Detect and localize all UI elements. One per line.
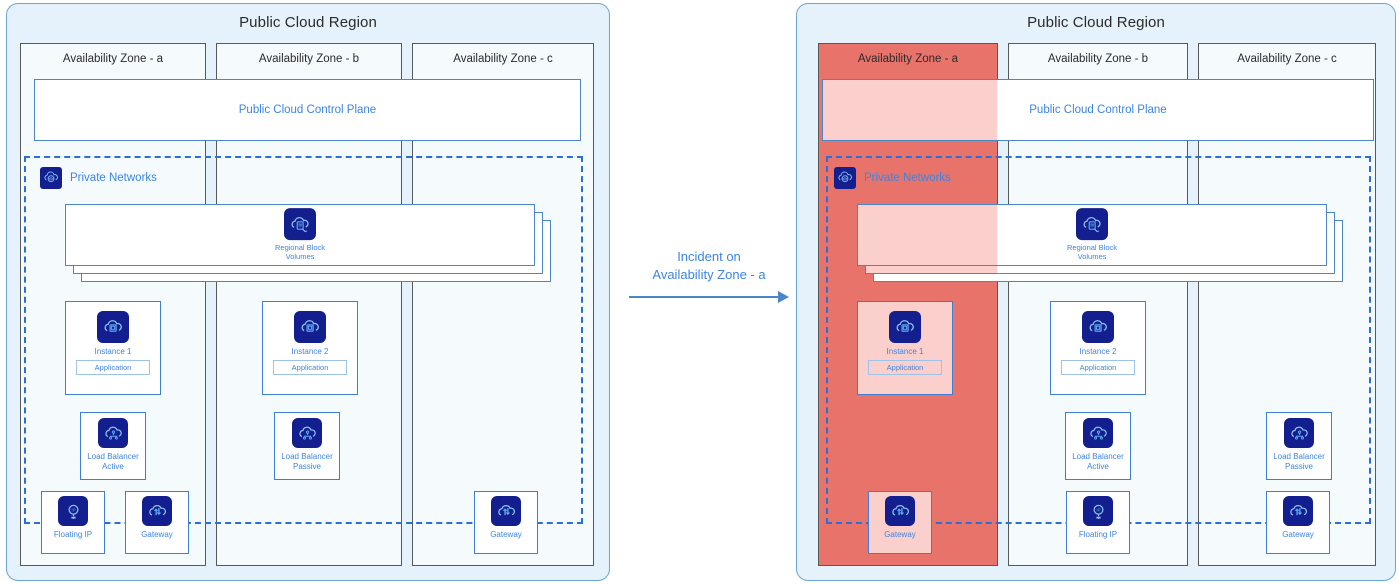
load-balancer-icon [98, 418, 128, 448]
private-network-icon [40, 167, 62, 189]
gateway-icon [885, 496, 915, 526]
block-volume-stack-after: Regional Block Volumes [857, 204, 1343, 282]
node-floating-ip-before: IP Floating IP [41, 491, 105, 554]
region-title-before: Public Cloud Region [239, 14, 377, 31]
node-instance-2-after: Instance 2 Application [1050, 301, 1146, 395]
node-caption: Gateway [884, 530, 916, 539]
transition-arrow: Incident on Availability Zone - a [629, 248, 789, 318]
svg-text:IP: IP [71, 507, 75, 512]
block-volume-content-after: Regional Block Volumes [858, 208, 1326, 262]
node-caption: Instance 1 [886, 347, 924, 356]
node-caption: Floating IP [53, 530, 93, 539]
private-networks-header-before: Private Networks [40, 167, 157, 189]
node-caption: Load Balancer Passive [281, 452, 333, 471]
svg-text:IP: IP [1096, 507, 1100, 512]
node-caption: Instance 2 [1079, 347, 1117, 356]
zone-b-label-before: Availability Zone - b [258, 53, 360, 65]
node-gateway-c-before: Gateway [474, 491, 538, 554]
zone-a-label-after: Availability Zone - a [857, 53, 959, 65]
load-balancer-icon [1284, 418, 1314, 448]
zone-c-label-after: Availability Zone - c [1237, 53, 1337, 65]
private-networks-header-after: Private Networks [834, 167, 951, 189]
node-caption: Load Balancer Passive [1273, 452, 1325, 471]
block-volume-label-after: Regional Block Volumes [1066, 243, 1118, 262]
control-plane-label-before: Public Cloud Control Plane [238, 104, 377, 116]
node-application-chip: Application [1061, 360, 1135, 375]
node-caption: Gateway [141, 530, 173, 539]
block-volume-icon [284, 208, 316, 241]
gateway-icon [491, 496, 521, 526]
gateway-icon [142, 496, 172, 526]
node-caption: Gateway [490, 530, 522, 539]
node-gateway-a-before: Gateway [125, 491, 189, 554]
gateway-icon [1283, 496, 1313, 526]
zone-a-label-before: Availability Zone - a [62, 53, 164, 65]
block-volume-content-before: Regional Block Volumes [66, 208, 534, 262]
instance-icon [97, 311, 129, 343]
node-load-balancer-active-after: Load Balancer Active [1065, 412, 1131, 480]
control-plane-before: Public Cloud Control Plane [34, 79, 581, 141]
arrow-line [629, 296, 779, 298]
floating-ip-icon: IP [1083, 496, 1113, 526]
control-plane-after: Public Cloud Control Plane [822, 79, 1374, 141]
node-instance-2-before: Instance 2 Application [262, 301, 358, 395]
node-gateway-a-after: Gateway [868, 491, 932, 554]
node-load-balancer-active-before: Load Balancer Active [80, 412, 146, 480]
node-gateway-c-after: Gateway [1266, 491, 1330, 554]
block-volume-stack-before: Regional Block Volumes [65, 204, 551, 282]
node-caption: Load Balancer Active [1072, 452, 1124, 471]
node-instance-1-before: Instance 1 Application [65, 301, 161, 395]
load-balancer-icon [1083, 418, 1113, 448]
private-networks-label-after: Private Networks [864, 172, 951, 184]
private-network-icon [834, 167, 856, 189]
private-networks-before [24, 156, 583, 524]
node-application-chip: Application [273, 360, 347, 375]
node-caption: Floating IP [1078, 530, 1118, 539]
transition-label: Incident on Availability Zone - a [652, 249, 766, 282]
node-load-balancer-passive-before: Load Balancer Passive [274, 412, 340, 480]
block-volume-icon [1076, 208, 1108, 241]
private-networks-label-before: Private Networks [70, 172, 157, 184]
instance-icon [889, 311, 921, 343]
instance-icon [1082, 311, 1114, 343]
zone-c-label-before: Availability Zone - c [453, 53, 553, 65]
node-caption: Load Balancer Active [87, 452, 139, 471]
block-volume-label-before: Regional Block Volumes [274, 243, 326, 262]
instance-icon [294, 311, 326, 343]
node-caption: Instance 1 [94, 347, 132, 356]
node-load-balancer-passive-after: Load Balancer Passive [1266, 412, 1332, 480]
node-application-chip: Application [868, 360, 942, 375]
load-balancer-icon [292, 418, 322, 448]
floating-ip-icon: IP [58, 496, 88, 526]
node-caption: Gateway [1282, 530, 1314, 539]
node-instance-1-after: Instance 1 Application [857, 301, 953, 395]
node-application-chip: Application [76, 360, 150, 375]
node-floating-ip-after: IP Floating IP [1066, 491, 1130, 554]
region-title-after: Public Cloud Region [1027, 14, 1165, 31]
zone-b-label-after: Availability Zone - b [1047, 53, 1149, 65]
node-caption: Instance 2 [291, 347, 329, 356]
arrow-head-icon [778, 291, 789, 303]
control-plane-label-after: Public Cloud Control Plane [1029, 104, 1167, 116]
